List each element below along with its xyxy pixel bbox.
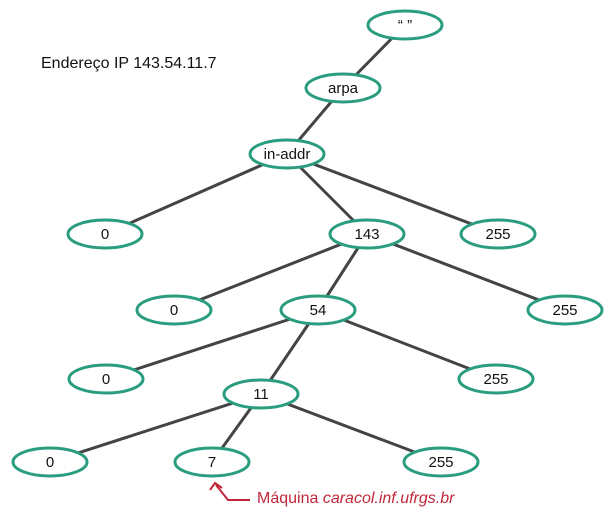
node-l4_255: 255 <box>402 446 480 478</box>
pointer-arrow <box>215 484 250 501</box>
node-arpa: arpa <box>304 72 382 104</box>
node-label: 0 <box>46 454 54 471</box>
node-label: 255 <box>428 454 453 471</box>
node-l1_0: 0 <box>66 218 144 250</box>
node-label: 0 <box>170 302 178 319</box>
edge-inaddr-l1_0 <box>104 152 288 236</box>
node-label: “ ” <box>398 17 412 34</box>
edge-l2_54-l3_255 <box>317 308 497 381</box>
edge-l3_11-l4_0 <box>49 392 262 464</box>
node-ellipse <box>173 446 251 478</box>
edge-inaddr-l1_255 <box>286 152 499 236</box>
node-ellipse <box>459 218 537 250</box>
node-label: 0 <box>102 371 110 388</box>
node-ellipse <box>135 294 213 326</box>
node-ellipse <box>366 9 444 41</box>
node-label: 255 <box>483 371 508 388</box>
note-host: caracol.inf.ufrgs.br <box>322 490 455 507</box>
node-label: in-addr <box>264 146 311 163</box>
edge-l1_143-l2_0 <box>173 232 368 312</box>
arrow-head-icon <box>209 481 223 491</box>
node-label: 143 <box>354 226 379 243</box>
node-ellipse <box>328 218 406 250</box>
node-ellipse <box>11 446 89 478</box>
node-inaddr: in-addr <box>248 138 326 170</box>
node-l4_7: 7 <box>173 446 251 478</box>
node-ellipse <box>222 378 300 410</box>
node-l2_255: 255 <box>526 294 604 326</box>
node-l2_0: 0 <box>135 294 213 326</box>
node-label: arpa <box>328 80 359 97</box>
node-ellipse <box>66 218 144 250</box>
node-ellipse <box>457 363 535 395</box>
edge-l3_11-l4_255 <box>260 392 442 464</box>
node-l3_255: 255 <box>457 363 535 395</box>
host-note: Máquina caracol.inf.ufrgs.br <box>257 490 454 508</box>
node-ellipse <box>248 138 326 170</box>
node-label: 255 <box>485 226 510 243</box>
node-label: 11 <box>253 386 269 403</box>
edge-l2_54-l3_0 <box>105 308 319 381</box>
edge-l1_143-l2_255 <box>366 232 566 312</box>
diagram-title: Endereço IP 143.54.11.7 <box>41 55 217 72</box>
node-ellipse <box>526 294 604 326</box>
node-label: 54 <box>310 302 327 319</box>
node-l2_54: 54 <box>279 294 357 326</box>
node-label: 255 <box>552 302 577 319</box>
node-ellipse <box>304 72 382 104</box>
node-l3_0: 0 <box>67 363 145 395</box>
node-root: “ ” <box>366 9 444 41</box>
node-l1_255: 255 <box>459 218 537 250</box>
node-ellipse <box>279 294 357 326</box>
node-label: 7 <box>208 454 216 471</box>
node-ellipse <box>67 363 145 395</box>
node-l1_143: 143 <box>328 218 406 250</box>
node-ellipse <box>402 446 480 478</box>
note-prefix: Máquina <box>257 490 323 507</box>
node-l3_11: 11 <box>222 378 300 410</box>
node-l4_0: 0 <box>11 446 89 478</box>
node-label: 0 <box>101 226 109 243</box>
